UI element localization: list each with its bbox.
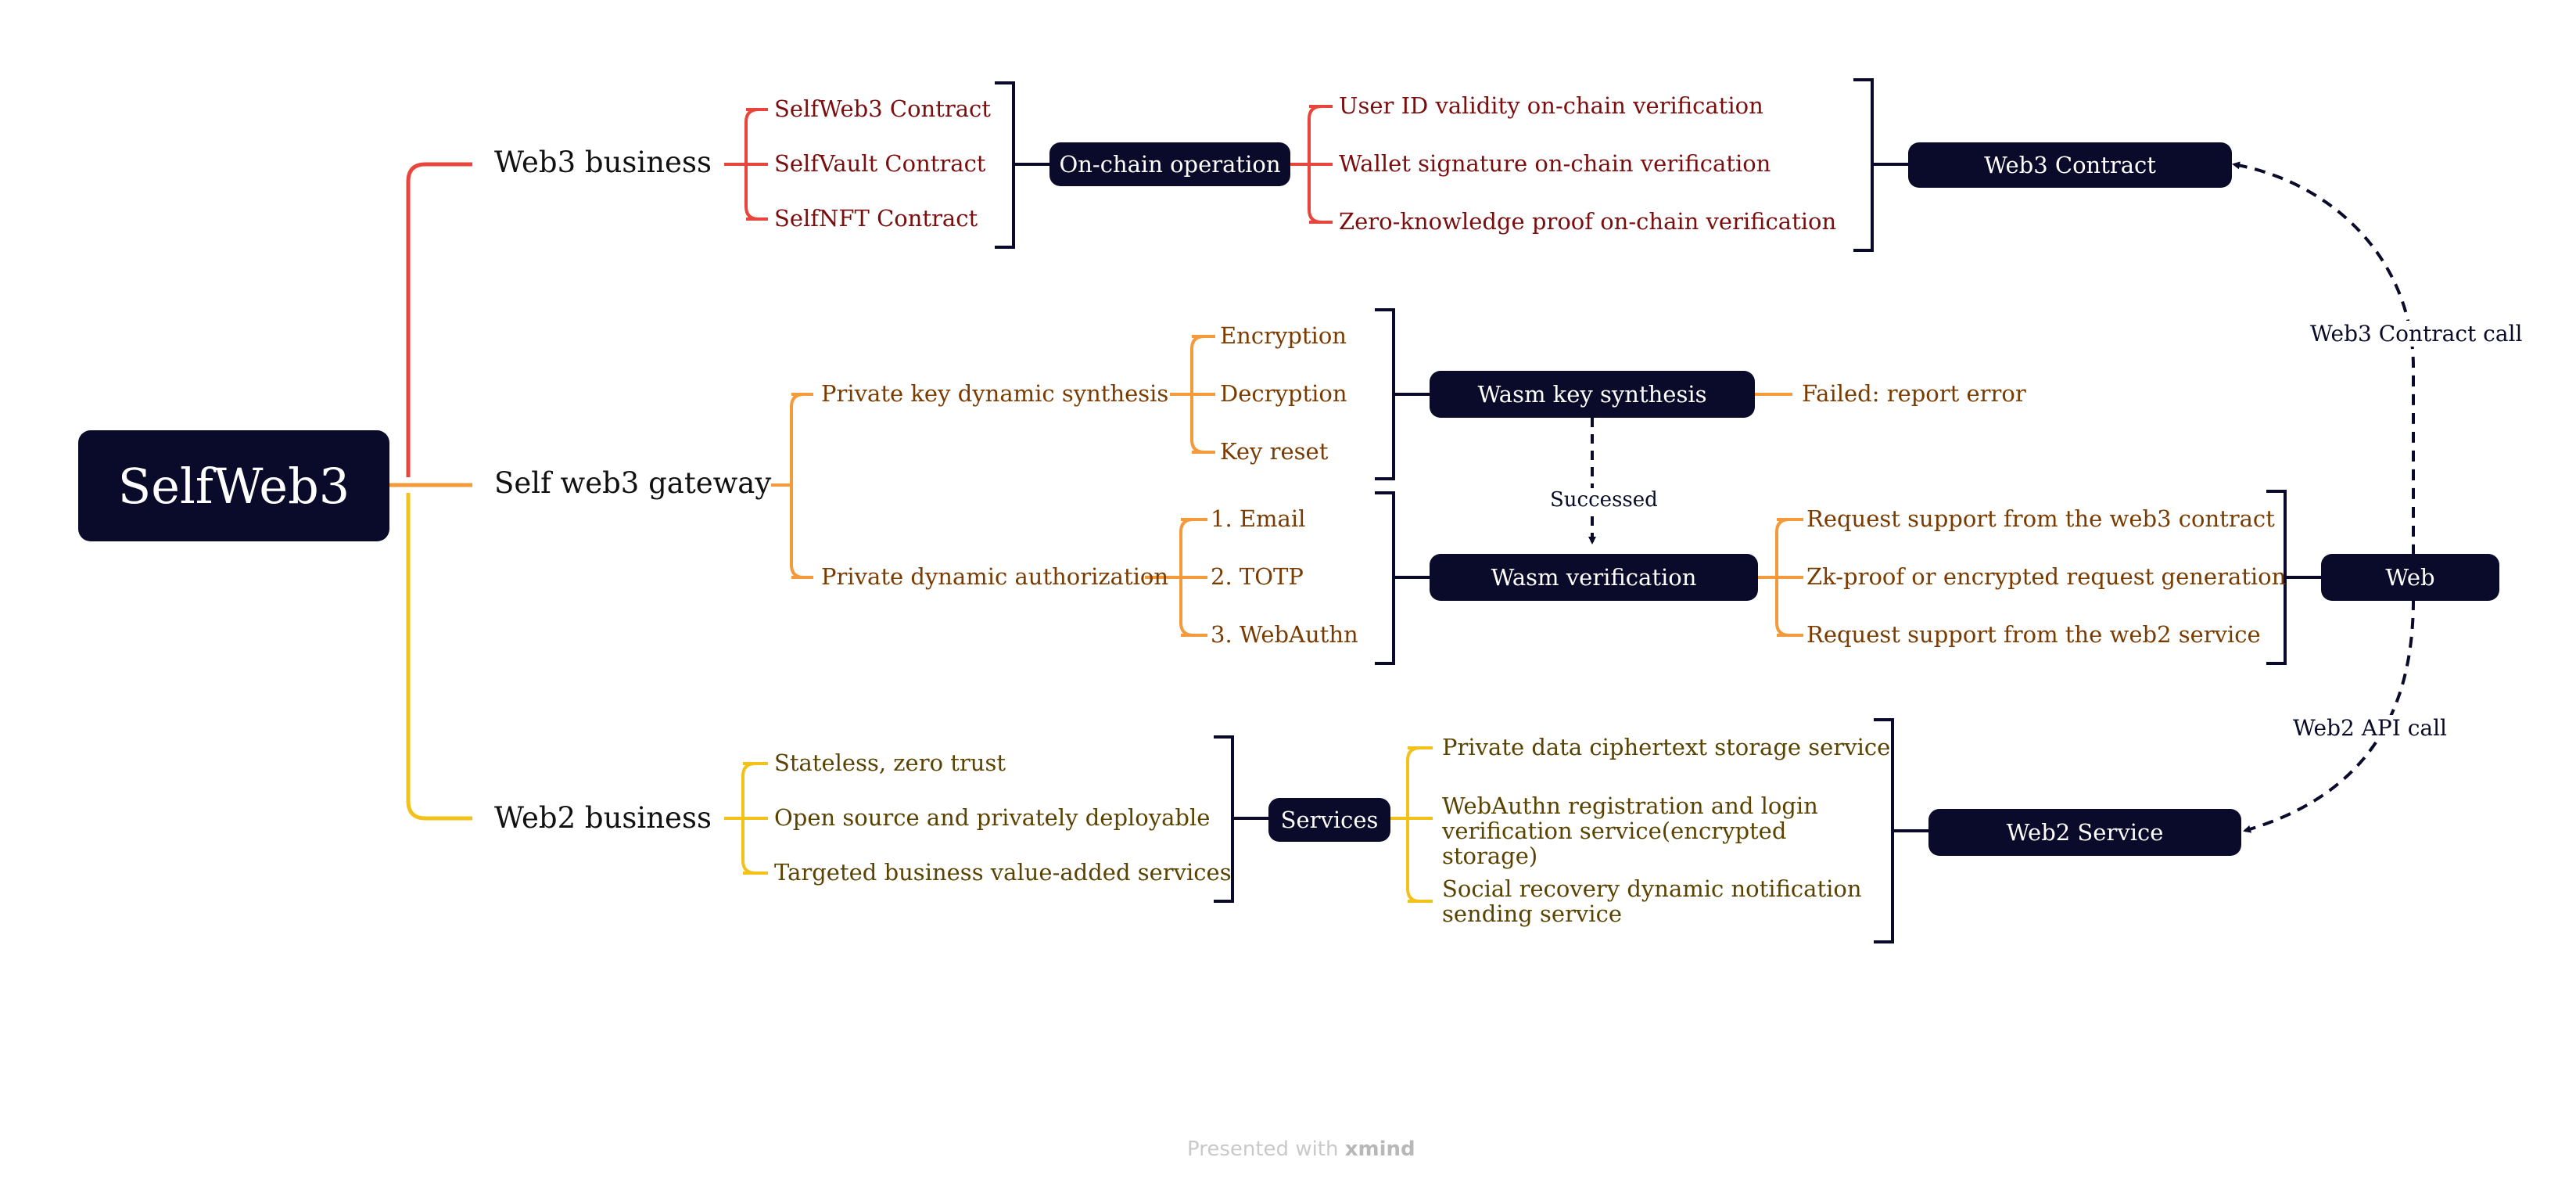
user-id-verification-item[interactable]: User ID validity on-chain verification: [1339, 92, 1763, 119]
gateway-branch-connectors: [771, 308, 2321, 665]
decryption-item[interactable]: Decryption: [1220, 380, 1347, 407]
web-label: Web: [2385, 564, 2435, 591]
xmind-logo: xmind: [1344, 1137, 1415, 1161]
email-item[interactable]: 1. Email: [1211, 505, 1306, 532]
webauthn-service-item[interactable]: WebAuthn registration and login verifica…: [1442, 792, 1818, 869]
failed-report-error-item[interactable]: Failed: report error: [1802, 380, 2026, 407]
wasm-verification-label: Wasm verification: [1491, 564, 1697, 591]
encryption-item[interactable]: Encryption: [1220, 322, 1347, 349]
ciphertext-storage-item[interactable]: Private data ciphertext storage service: [1442, 734, 1891, 760]
web2-service-node[interactable]: Web2 Service: [1928, 809, 2241, 856]
private-key-synthesis-topic[interactable]: Private key dynamic synthesis: [821, 380, 1169, 407]
wasm-key-synthesis-label: Wasm key synthesis: [1477, 381, 1707, 408]
webauthn-item[interactable]: 3. WebAuthn: [1211, 621, 1358, 648]
selfnft-contract-item[interactable]: SelfNFT Contract: [774, 205, 978, 232]
web2-business-topic[interactable]: Web2 business: [494, 801, 712, 835]
web2-branch-connectors: [724, 718, 1928, 943]
successed-relation-label: Successed: [1547, 488, 1661, 512]
web3-contract-call-label: Web3 Contract call: [2305, 321, 2528, 347]
zk-proof-verification-item[interactable]: Zero-knowledge proof on-chain verificati…: [1339, 208, 1837, 235]
services-node[interactable]: Services: [1268, 798, 1390, 842]
value-added-services-item[interactable]: Targeted business value-added services: [774, 859, 1232, 886]
web2-api-call-label: Web2 API call: [2288, 715, 2452, 741]
wasm-verification-node[interactable]: Wasm verification: [1430, 554, 1758, 601]
wallet-signature-verification-item[interactable]: Wallet signature on-chain verification: [1339, 150, 1771, 177]
zk-proof-request-item[interactable]: Zk-proof or encrypted request generation: [1806, 563, 2287, 590]
web3-contract-support-item[interactable]: Request support from the web3 contract: [1806, 505, 2275, 532]
self-web3-gateway-topic[interactable]: Self web3 gateway: [494, 466, 772, 500]
web3-contract-node[interactable]: Web3 Contract: [1908, 142, 2232, 188]
web2-service-label: Web2 Service: [2006, 819, 2164, 846]
on-chain-operation-node[interactable]: On-chain operation: [1049, 142, 1290, 186]
root-node[interactable]: SelfWeb3: [78, 430, 389, 541]
presented-with-footer: Presented with xmind: [1187, 1137, 1415, 1161]
on-chain-operation-label: On-chain operation: [1059, 151, 1281, 178]
open-source-item[interactable]: Open source and privately deployable: [774, 804, 1211, 831]
web-node[interactable]: Web: [2321, 554, 2499, 601]
footer-prefix: Presented with: [1187, 1137, 1339, 1161]
root-branches: [389, 162, 472, 821]
root-label: SelfWeb3: [117, 457, 350, 515]
web3-branch-connectors: [724, 78, 1908, 252]
web2-service-support-item[interactable]: Request support from the web2 service: [1806, 621, 2261, 648]
web3-business-topic[interactable]: Web3 business: [494, 146, 712, 179]
web3-contract-label: Web3 Contract: [1984, 152, 2156, 178]
key-reset-item[interactable]: Key reset: [1220, 438, 1329, 465]
services-label: Services: [1280, 807, 1379, 833]
selfweb3-contract-item[interactable]: SelfWeb3 Contract: [774, 95, 991, 122]
stateless-zero-trust-item[interactable]: Stateless, zero trust: [774, 749, 1006, 776]
social-recovery-item[interactable]: Social recovery dynamic notification sen…: [1442, 875, 1862, 927]
wasm-key-synthesis-node[interactable]: Wasm key synthesis: [1430, 371, 1755, 418]
totp-item[interactable]: 2. TOTP: [1211, 563, 1304, 590]
private-dynamic-authorization-topic[interactable]: Private dynamic authorization: [821, 563, 1169, 590]
selfvault-contract-item[interactable]: SelfVault Contract: [774, 150, 986, 177]
